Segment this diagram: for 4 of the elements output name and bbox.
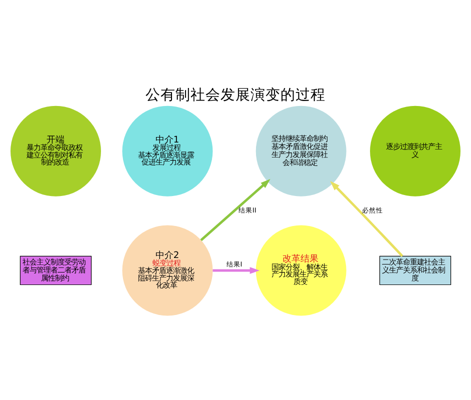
- arrow: [330, 180, 404, 256]
- arrow: [200, 178, 270, 241]
- arrow: [212, 266, 260, 274]
- diagram-title: 公有制社会发展演变的过程: [146, 86, 326, 104]
